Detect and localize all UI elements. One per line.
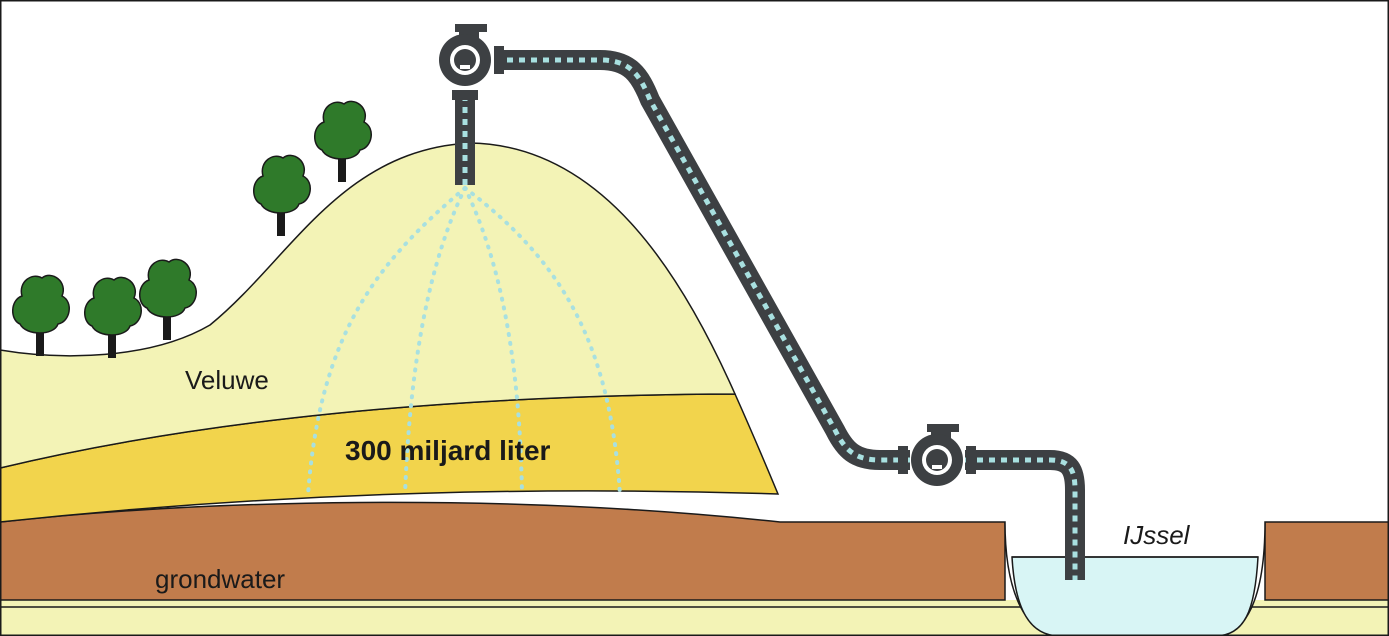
river-water [1011,556,1259,636]
tree-icon [313,100,372,183]
soil-layer [0,501,1006,601]
river-label: IJssel [1123,520,1191,550]
hill-veluwe [0,142,737,469]
tree-icon [83,276,142,359]
tree-icon [138,258,197,341]
volume-label: 300 miljard liter [345,435,551,466]
tree-icon [11,274,70,357]
pump-icon [911,424,963,486]
groundwater-label: grondwater [155,564,285,594]
tree-icon [252,154,311,237]
soil-layer-right [1264,521,1389,601]
hill-label: Veluwe [185,365,269,395]
pipe-network [452,46,1085,580]
pump-icon [439,24,491,86]
infiltration-lines [306,186,622,497]
